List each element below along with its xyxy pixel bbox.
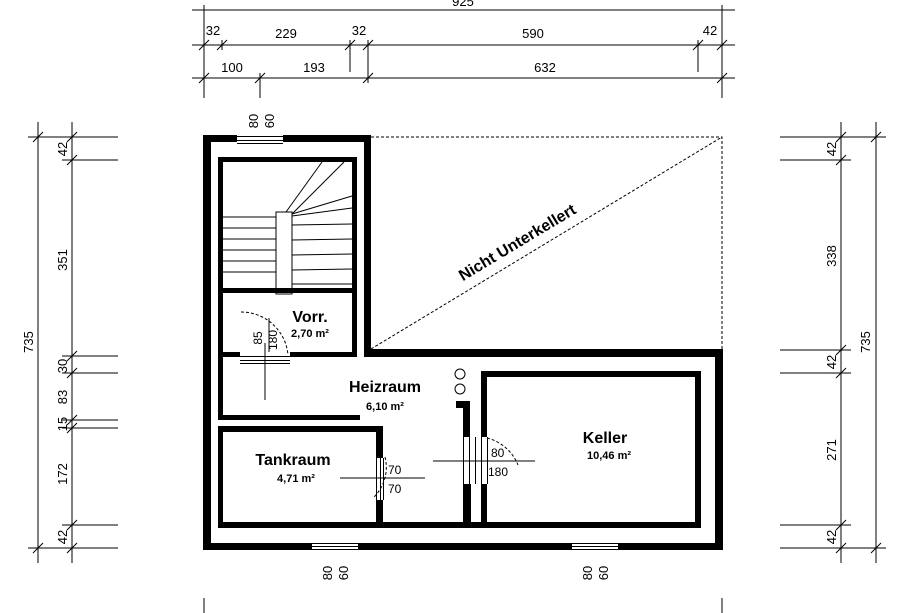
dimension-lines	[28, 5, 886, 613]
door-swings	[240, 311, 535, 499]
chimney-icon	[454, 383, 466, 395]
door-keller-width: 80	[491, 446, 505, 460]
window-top-gap	[237, 134, 283, 144]
chimney-icons	[454, 368, 466, 395]
door-keller-height: 180	[488, 465, 508, 479]
dim-left-2: 351	[55, 249, 70, 271]
dim-top-r1-2: 229	[275, 26, 297, 41]
room-tankraum-name: Tankraum	[255, 452, 330, 469]
inner-wall-mid	[218, 415, 360, 420]
room-vorr-area: 2,70 m²	[291, 328, 329, 340]
heizraum-east-wall-low	[463, 484, 471, 528]
window-br-width: 80	[580, 566, 595, 580]
door-tank-width: 70	[388, 463, 402, 477]
dim-left-4: 83	[55, 390, 70, 404]
window-top-height: 60	[262, 114, 277, 128]
dimension-texts: 925 32 229 32 590 42 100 193 632 735 42 …	[21, 0, 873, 544]
dim-top-r2-3: 632	[534, 60, 556, 75]
dim-left-1: 42	[55, 142, 70, 156]
door-tank-height: 70	[388, 482, 402, 496]
dim-right-1: 42	[824, 142, 839, 156]
stair-enclosure-wall	[218, 157, 357, 357]
dim-top-r1-1: 32	[206, 23, 220, 38]
chimney-icon	[454, 368, 466, 380]
room-keller-area: 10,46 m²	[587, 450, 631, 462]
dim-top-total: 925	[452, 0, 474, 9]
room-vorr-name: Vorr.	[292, 309, 327, 326]
heizraum-east-wall	[456, 401, 470, 438]
door-vorr-arc	[240, 311, 289, 356]
door-tank-arc	[372, 456, 387, 499]
dim-left-3: 30	[55, 359, 70, 373]
window-top-width: 80	[246, 114, 261, 128]
window-bl-height: 60	[336, 566, 351, 580]
dim-right-total: 735	[858, 331, 873, 353]
staircase	[223, 161, 353, 295]
door-vorr-height: 180	[266, 330, 280, 350]
unexcavated-area: Nicht Unterkellert	[370, 136, 723, 350]
dim-left-total: 735	[21, 331, 36, 353]
dim-top-r2-1: 100	[221, 60, 243, 75]
inner-wall-left	[218, 357, 223, 420]
dim-right-2: 338	[824, 245, 839, 267]
stair-newel	[275, 211, 293, 295]
bottom-inner-wall	[383, 522, 481, 528]
door-vorr-width: 85	[251, 331, 265, 345]
dim-top-r1-3: 32	[352, 23, 366, 38]
dim-right-4: 271	[824, 439, 839, 461]
dim-left-6: 172	[55, 463, 70, 485]
room-tankraum-area: 4,71 m²	[277, 473, 315, 485]
dim-right-5: 42	[824, 530, 839, 544]
window-br-height: 60	[596, 566, 611, 580]
stair-divider-wall	[218, 288, 357, 293]
dim-top-r1-4: 590	[522, 26, 544, 41]
room-labels: Vorr. 2,70 m² Heizraum 6,10 m² Tankraum …	[255, 309, 631, 485]
room-keller-name: Keller	[583, 430, 627, 447]
room-heizraum-name: Heizraum	[349, 379, 421, 396]
room-heizraum-area: 6,10 m²	[366, 401, 404, 413]
walls	[203, 135, 723, 550]
dim-top-r2-2: 193	[303, 60, 325, 75]
opening-labels: 80 60 80 60 80 60 85 180 70 70 80 180	[246, 114, 611, 580]
dim-top-r1-5: 42	[703, 23, 717, 38]
dim-left-5: 15	[55, 417, 70, 431]
dim-right-3: 42	[824, 355, 839, 369]
door-keller-arc	[486, 437, 519, 466]
unexcavated-label: Nicht Unterkellert	[456, 201, 580, 285]
openings	[237, 134, 618, 551]
window-bl-width: 80	[320, 566, 335, 580]
dim-left-7: 42	[55, 530, 70, 544]
